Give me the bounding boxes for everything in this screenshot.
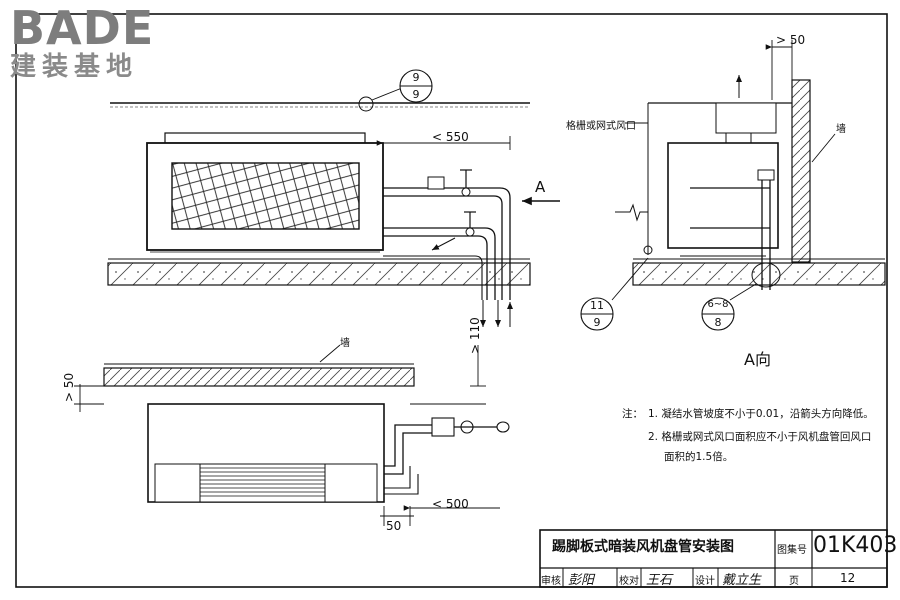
title-block-frame (539, 529, 888, 588)
sheet-border (15, 13, 888, 588)
front-elevation (107, 87, 560, 327)
page-label: 页 (789, 576, 799, 587)
dim-550: < 550 (432, 130, 469, 144)
review-label: 审核 (541, 576, 561, 587)
dim-50-left: > 50 (62, 372, 76, 402)
check-signature: 王石 (646, 573, 673, 588)
wall-plan (103, 367, 415, 387)
callout-2-top: 11 (590, 299, 604, 312)
callout-1-top: 9 (412, 71, 420, 84)
callout-2-bottom: 9 (593, 316, 601, 329)
callout-3-top: 6~8 (707, 299, 729, 310)
callout-1-bottom: 9 (412, 88, 420, 101)
return-grille (171, 162, 360, 230)
callout-3-bottom: 8 (714, 316, 722, 329)
page-number: 12 (840, 571, 856, 585)
design-signature: 戴立生 (722, 573, 762, 588)
brand-logo: BADE 建装基地 (10, 4, 185, 84)
review-signature: 彭阳 (568, 573, 595, 588)
view-a-caption: A向 (744, 350, 771, 369)
logo-subtitle: 建装基地 (10, 52, 139, 82)
wall-label-side: 墙 (836, 124, 846, 135)
drawing-title: 踢脚板式暗装风机盘管安装图 (552, 539, 734, 555)
view-arrow-label: A (535, 178, 546, 196)
note-2-line-1: 2. 格栅或网式风口面积应不小于风机盘管回风口 (648, 431, 872, 443)
wall-label-plan: 墙 (340, 338, 350, 349)
check-label: 校对 (619, 576, 639, 587)
logo-brand: BADE (10, 1, 155, 55)
dim-50-bottom: 50 (386, 519, 402, 533)
notes-prefix: 注： (622, 408, 643, 420)
plan-view (74, 344, 510, 526)
dim-500: < 500 (432, 497, 469, 511)
design-label: 设计 (695, 576, 715, 587)
side-view-a (611, 40, 886, 301)
note-1: 1. 凝结水管坡度不小于0.01，沿箭头方向降低。 (648, 408, 874, 420)
fan-coil-side (667, 142, 779, 249)
grille-label: 格栅或网式风口 (566, 121, 636, 132)
dim-50-top: > 50 (776, 33, 806, 47)
note-2-line-2: 面积的1.5倍。 (664, 451, 734, 463)
floor-slab (107, 262, 531, 286)
callout-circles (399, 69, 735, 331)
set-label: 图集号 (777, 545, 807, 556)
title-block: 踢脚板式暗装风机盘管安装图 图集号 01K403 审核 彭阳 校对 王石 设计 … (540, 530, 897, 588)
dim-110: > 110 (468, 317, 482, 354)
wall-section (791, 79, 811, 263)
set-number: 01K403 (813, 533, 898, 558)
